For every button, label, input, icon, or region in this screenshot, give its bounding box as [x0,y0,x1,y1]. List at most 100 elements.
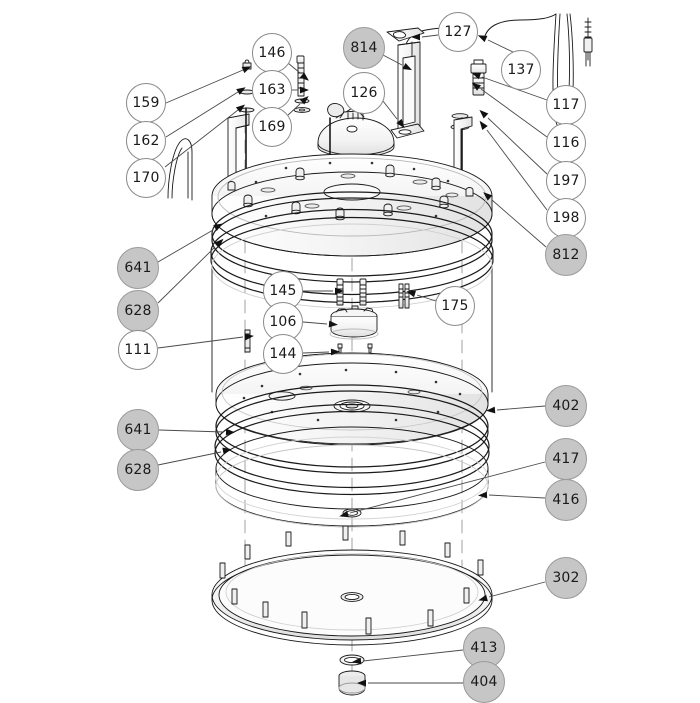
callout-402[interactable]: 402 [545,385,587,427]
callout-162[interactable]: 162 [126,121,166,161]
callout-leader-line [488,581,546,598]
callout-628[interactable]: 628 [117,290,159,332]
callout-leader-line [164,109,239,168]
callout-arrowhead [330,348,340,356]
callout-label: 111 [124,342,152,358]
callout-leader-line [157,229,214,263]
callout-116[interactable]: 116 [546,123,586,163]
callout-197[interactable]: 197 [546,161,586,201]
callout-leader-line [491,199,547,248]
callout-leader-line [486,129,548,211]
callout-label: 146 [258,45,286,61]
callout-127[interactable]: 127 [438,12,478,52]
callout-arrowhead [479,109,489,119]
base-plate [211,525,493,646]
callout-leader-line [302,351,330,354]
callout-arrowhead [396,118,405,129]
callout-arrowhead [335,287,344,295]
callout-label: 302 [552,570,580,586]
callout-404[interactable]: 404 [463,661,505,703]
callout-arrowhead [222,447,232,455]
callout-137[interactable]: 137 [501,50,541,90]
callout-arrowhead [478,491,488,499]
callout-169[interactable]: 169 [252,107,292,147]
callout-label: 126 [350,85,378,101]
callout-416[interactable]: 416 [545,479,587,521]
callout-leader-line [157,451,222,466]
callout-628[interactable]: 628 [117,449,159,491]
callout-leader-line [165,69,244,104]
callout-198[interactable]: 198 [546,198,586,238]
callout-label: 416 [552,492,580,508]
callout-leader-line [480,88,548,138]
callout-159[interactable]: 159 [126,83,166,123]
callout-arrowhead [328,320,338,328]
callout-145[interactable]: 145 [263,271,303,311]
callout-641[interactable]: 641 [117,409,159,451]
callout-label: 145 [269,283,297,299]
callout-label: 628 [124,303,152,319]
callout-leader-line [157,246,216,304]
callout-arrowhead [406,290,416,298]
callout-label: 144 [269,346,297,362]
callout-170[interactable]: 170 [126,158,166,198]
callout-label: 402 [552,398,580,414]
callout-label: 197 [552,173,580,189]
callout-label: 413 [470,640,498,656]
bracket-clip [386,27,425,42]
callout-label: 127 [444,24,472,40]
callout-arrowhead [471,82,481,91]
callout-label: 170 [132,170,160,186]
callout-163[interactable]: 163 [252,70,292,110]
callout-146[interactable]: 146 [252,33,292,73]
callout-label: 116 [552,135,580,151]
callout-641[interactable]: 641 [117,247,159,289]
callout-arrowhead [300,86,309,94]
callout-arrowhead [213,223,223,231]
callout-label: 163 [258,82,286,98]
callout-arrowhead [299,95,309,105]
callout-label: 175 [441,298,469,314]
callout-leader-line [382,100,398,120]
callout-label: 628 [124,462,152,478]
callout-arrowhead [244,333,254,341]
callout-117[interactable]: 117 [546,85,586,125]
callout-leader-line [302,321,328,325]
callout-label: 117 [552,97,580,113]
callout-417[interactable]: 417 [545,438,587,480]
callout-label: 169 [258,119,286,135]
upper-ring-628 [210,208,494,304]
callout-arrowhead [411,33,420,41]
callout-arrowhead [471,72,482,80]
callout-111[interactable]: 111 [118,330,158,370]
callout-leader-line [287,62,301,74]
callout-arrowhead [486,406,496,414]
callout-175[interactable]: 175 [435,286,475,326]
callout-leader-line [382,54,403,66]
callout-144[interactable]: 144 [263,334,303,374]
callout-label: 641 [124,260,152,276]
callout-leader-line [488,494,546,499]
callout-arrowhead [339,510,349,518]
callout-leader-line [349,461,546,514]
callout-leader-line [421,34,439,38]
callout-814[interactable]: 814 [343,27,385,69]
callout-label: 404 [470,674,498,690]
callout-leader-line [158,429,225,433]
callout-leader-line [496,405,546,411]
callout-leader-line [287,103,301,116]
callout-302[interactable]: 302 [545,557,587,599]
callout-126[interactable]: 126 [343,72,385,114]
callout-label: 641 [124,422,152,438]
callout-leader-line [416,294,437,302]
callout-arrowhead [225,428,235,436]
callout-arrowhead [352,657,362,665]
callout-arrowhead [214,238,224,248]
callout-label: 106 [269,314,297,330]
callout-label: 162 [132,133,160,149]
callout-106[interactable]: 106 [263,302,303,342]
callout-812[interactable]: 812 [545,234,587,276]
callout-arrowhead [299,72,309,81]
